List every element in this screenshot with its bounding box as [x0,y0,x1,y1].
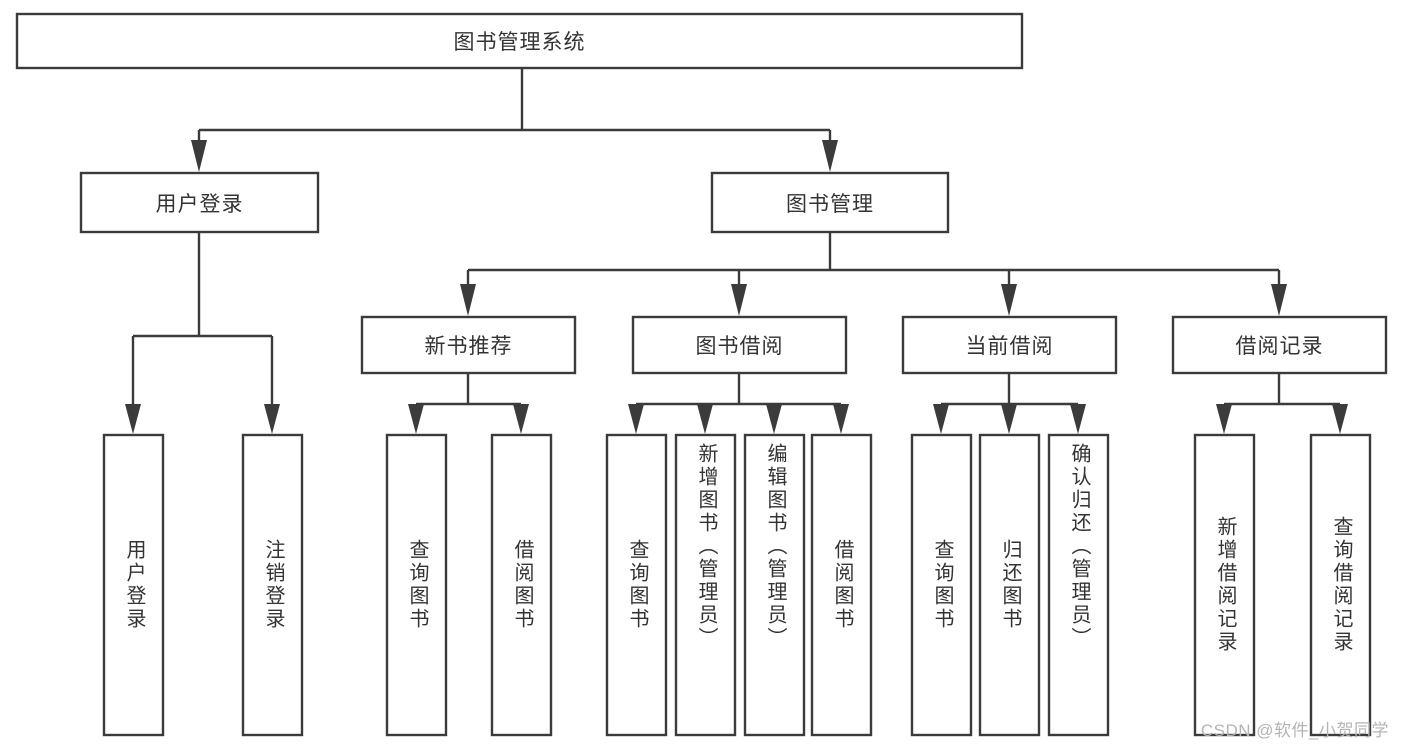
arrowhead-to-leaf-add-book [697,404,713,434]
node-book-borrow-box[interactable] [631,315,848,375]
node-leaf-confirm-return-box[interactable] [1047,433,1110,737]
node-leaf-return-book-box[interactable] [978,433,1041,737]
arrowhead-to-leaf-add-record [1216,404,1232,434]
arrowhead-to-leaf-confirm-return [1070,404,1086,434]
node-leaf-user-login-box[interactable] [102,433,165,737]
arrowhead-to-new-book-recommend [460,284,476,316]
node-borrow-record-box[interactable] [1171,315,1388,375]
node-leaf-query-book-2-box[interactable] [605,433,668,737]
node-current-borrow-box[interactable] [901,315,1118,375]
node-leaf-add-record-box[interactable] [1193,433,1256,737]
arrowhead-to-leaf-query-book-2 [628,404,644,434]
arrowhead-to-leaf-query-record [1332,404,1348,434]
arrowhead-to-leaf-logout-login [264,404,280,434]
node-leaf-query-book-3-box[interactable] [910,433,973,737]
arrowhead-to-leaf-borrow-book-1 [513,404,529,434]
arrowhead-to-borrow-record [1271,284,1287,316]
arrowhead-to-leaf-user-login [125,404,141,434]
node-leaf-borrow-book-2-box[interactable] [810,433,873,737]
node-leaf-logout-login-box[interactable] [241,433,304,737]
node-leaf-borrow-book-1-box[interactable] [490,433,553,737]
node-root-box[interactable] [15,12,1024,70]
arrowhead-to-leaf-return-book [1001,404,1017,434]
arrowhead-to-leaf-query-book-1 [408,404,424,434]
arrowhead-to-book-manage [822,140,838,172]
node-leaf-query-record-box[interactable] [1309,433,1372,737]
arrowhead-to-current-borrow [1001,284,1017,316]
arrowhead-to-user-login [191,140,207,172]
arrowhead-to-leaf-edit-book [766,404,782,434]
arrowhead-to-book-borrow [731,284,747,316]
node-leaf-query-book-1-box[interactable] [385,433,448,737]
node-leaf-add-book-box[interactable] [674,433,737,737]
node-new-book-recommend-box[interactable] [360,315,577,375]
node-leaf-edit-book-box[interactable] [743,433,806,737]
node-book-manage-box[interactable] [710,171,950,234]
node-user-login-box[interactable] [79,171,320,234]
arrowhead-to-leaf-query-book-3 [933,404,949,434]
arrowhead-to-leaf-borrow-book-2 [833,404,849,434]
